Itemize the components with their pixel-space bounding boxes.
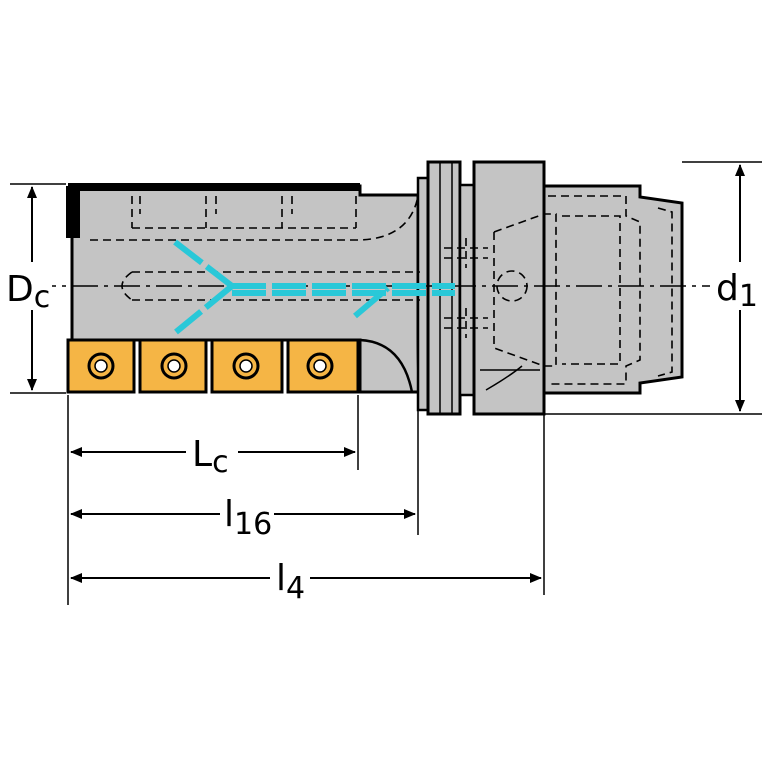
dc-label: Dc (6, 269, 50, 315)
l16-label: l16 (224, 494, 272, 542)
inserts-row (66, 338, 360, 394)
extension-lines (10, 161, 762, 605)
screw-icon (87, 352, 115, 380)
insert-2 (138, 338, 208, 394)
l4-label: l4 (276, 558, 305, 606)
insert-4 (286, 338, 360, 394)
screw-icon (306, 352, 334, 380)
screw-icon (160, 352, 188, 380)
coolant-channels (173, 239, 455, 335)
shank (416, 160, 684, 416)
insert-1 (66, 338, 136, 394)
hidden-lines (90, 195, 673, 385)
lc-label: Lc (192, 434, 229, 480)
d1-label: d1 (716, 268, 758, 314)
screw-icon (232, 352, 260, 380)
dimension-labels: Dc d1 Lc l16 l4 (2, 262, 766, 606)
insert-3 (210, 338, 284, 394)
